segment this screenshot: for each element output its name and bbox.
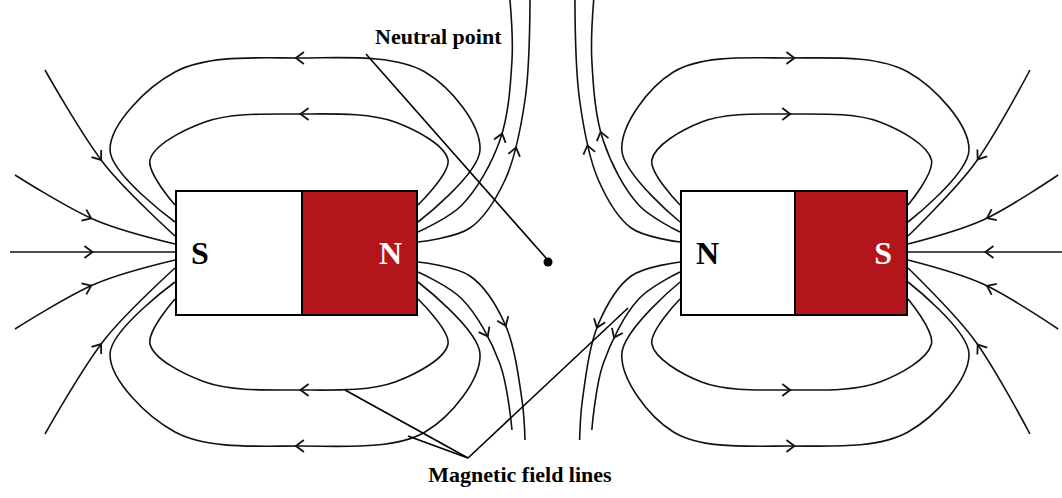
arrowhead — [595, 130, 609, 141]
field-line — [15, 175, 175, 244]
arrowhead — [479, 327, 493, 340]
field-line — [908, 260, 1058, 329]
field-line — [15, 260, 175, 329]
arrowhead — [984, 280, 996, 294]
arrowhead — [85, 246, 93, 258]
arrowhead — [508, 146, 522, 157]
arrowhead — [81, 210, 93, 224]
field-line — [580, 262, 680, 440]
pole-letter: N — [696, 237, 719, 269]
neutral-point-dot — [544, 258, 553, 267]
arrowhead — [81, 280, 93, 294]
pole-letter: S — [874, 237, 892, 269]
field-line — [45, 268, 175, 434]
field-lines-label: Magnetic field lines — [425, 462, 614, 487]
field-line — [575, 0, 680, 242]
arrowhead — [973, 149, 987, 162]
field-lines — [10, 0, 1062, 452]
field-line — [908, 70, 1030, 236]
field-line — [45, 70, 175, 236]
leader-line — [408, 436, 468, 458]
magnet-pole: S — [794, 190, 908, 316]
neutral-point-label: Neutral point — [372, 24, 505, 49]
arrowhead — [497, 316, 511, 328]
field-line — [418, 272, 512, 430]
arrowhead — [582, 144, 595, 154]
field-line — [592, 0, 680, 232]
arrowhead — [786, 52, 794, 64]
arrowhead — [985, 246, 993, 258]
pole-letter: N — [379, 237, 402, 269]
arrowhead — [782, 108, 790, 120]
arrowhead — [296, 52, 304, 64]
arrowhead — [92, 340, 106, 354]
field-line — [908, 175, 1058, 244]
arrowhead — [591, 318, 605, 330]
magnet-pole: N — [301, 190, 418, 316]
field-line — [908, 268, 1030, 434]
arrowhead — [494, 132, 508, 143]
arrowhead — [973, 341, 987, 354]
arrowhead — [301, 384, 309, 396]
arrowhead — [609, 328, 623, 340]
pole-letter: S — [191, 237, 209, 269]
arrowhead — [786, 440, 794, 452]
field-line — [418, 262, 525, 440]
leader-line — [345, 390, 468, 458]
arrowhead — [782, 384, 790, 396]
arrowhead — [984, 209, 996, 223]
magnet-pole: N — [680, 190, 796, 316]
arrowhead — [301, 108, 309, 120]
magnet-pole: S — [175, 190, 303, 316]
arrowhead — [296, 440, 304, 452]
field-line — [592, 272, 680, 430]
leader-line — [468, 308, 628, 458]
arrowhead — [92, 150, 106, 164]
